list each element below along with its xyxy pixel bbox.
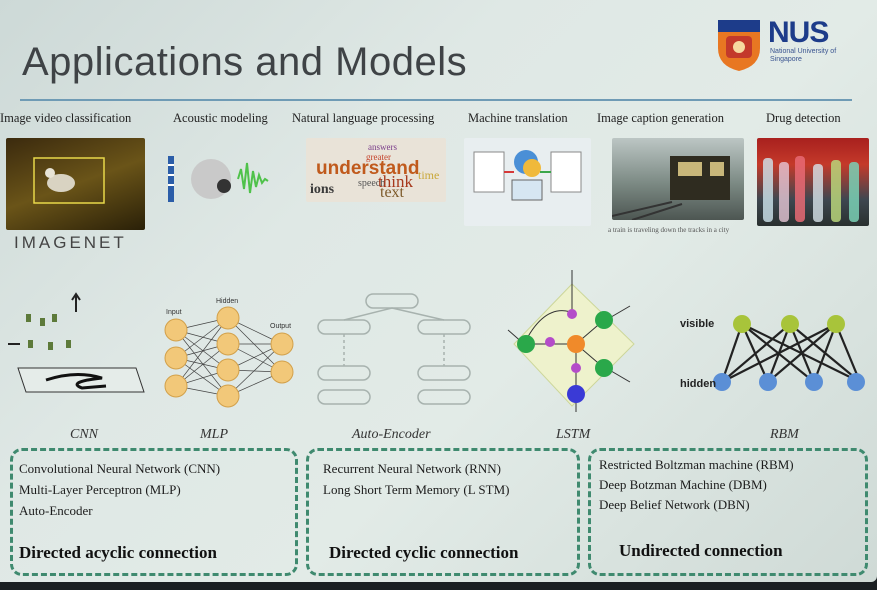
word-cloud-word: ions: [310, 182, 335, 197]
acoustic-modeling-thumbnail: [166, 150, 286, 208]
nlp-word-cloud-thumbnail: answers greater understand speech think …: [306, 138, 446, 202]
app-label-acoustic: Acoustic modeling: [173, 111, 268, 125]
caption-example-text: a train is traveling down the tracks in …: [608, 226, 730, 234]
group-item: Deep Botzman Machine (DBM): [599, 477, 767, 492]
model-label-cnn: CNN: [70, 427, 99, 442]
drug-detection-thumbnail: [757, 138, 869, 226]
test-tubes-icon: [763, 156, 859, 222]
caption-generation-thumbnail: [612, 138, 744, 220]
group-title: Undirected connection: [619, 541, 783, 560]
group-item: Convolutional Neural Network (CNN): [19, 461, 221, 476]
group-item: Recurrent Neural Network (RNN): [323, 461, 501, 476]
app-label-nlp: Natural language processing: [292, 111, 435, 125]
app-label-image-video: Image video classification: [0, 111, 132, 125]
group-directed-cyclic: Recurrent Neural Network (RNN) Long Shor…: [306, 448, 580, 576]
word-cloud-word: greater: [366, 152, 391, 162]
group-item: Restricted Boltzman machine (RBM): [599, 457, 794, 472]
train-photo-icon: [612, 156, 730, 220]
autoencoder-diagram: [317, 293, 471, 405]
image-classification-thumbnail: [6, 138, 145, 230]
bird-detection-icon: [33, 157, 105, 204]
nus-crest-icon: [718, 20, 760, 71]
imagenet-logo: IMAGENET: [14, 233, 127, 252]
machine-translation-thumbnail: [464, 138, 591, 226]
group-item: Auto-Encoder: [19, 503, 93, 518]
group-item: Multi-Layer Perceptron (MLP): [19, 482, 181, 497]
app-label-drug: Drug detection: [766, 111, 841, 125]
cnn-diagram: [8, 292, 145, 393]
rbm-visible-label: visible: [680, 318, 714, 330]
nus-logo-subtitle: National University of Singapore: [770, 48, 837, 63]
model-label-autoencoder: Auto-Encoder: [352, 427, 431, 442]
group-item: Long Short Term Memory (L STM): [323, 482, 510, 497]
group-undirected: Restricted Boltzman machine (RBM) Deep B…: [588, 448, 868, 576]
rbm-diagram: visible hidden: [680, 315, 865, 391]
translation-diagram-icon: [473, 150, 582, 201]
group-title: Directed acyclic connection: [19, 543, 217, 562]
slide-title: Applications and Models: [22, 40, 468, 84]
mlp-output-label: Output: [270, 323, 291, 330]
word-cloud-word: text: [380, 184, 404, 201]
mlp-diagram: Input Hidden Output: [164, 298, 294, 408]
title-underline: [20, 99, 852, 101]
mlp-input-label: Input: [166, 309, 182, 316]
speech-waveform-icon: [168, 156, 269, 202]
model-label-rbm: RBM: [770, 427, 799, 442]
word-cloud-word: speech: [358, 178, 386, 189]
lstm-diagram: [507, 270, 635, 412]
word-cloud-word: understand: [316, 158, 420, 179]
app-label-translation: Machine translation: [468, 111, 568, 125]
mlp-hidden-label: Hidden: [216, 298, 238, 305]
model-label-mlp: MLP: [200, 427, 228, 442]
word-cloud-word: time: [418, 168, 440, 182]
group-title: Directed cyclic connection: [329, 543, 519, 562]
word-cloud-word: think: [378, 172, 413, 191]
nus-logo-text: NUS: [768, 16, 829, 49]
group-item: Deep Belief Network (DBN): [599, 497, 750, 512]
group-directed-acyclic: Convolutional Neural Network (CNN) Multi…: [10, 448, 298, 576]
rbm-hidden-label: hidden: [680, 378, 716, 390]
word-cloud-word: answers: [368, 142, 397, 152]
app-label-caption: Image caption generation: [597, 111, 725, 125]
model-label-lstm: LSTM: [556, 427, 591, 442]
